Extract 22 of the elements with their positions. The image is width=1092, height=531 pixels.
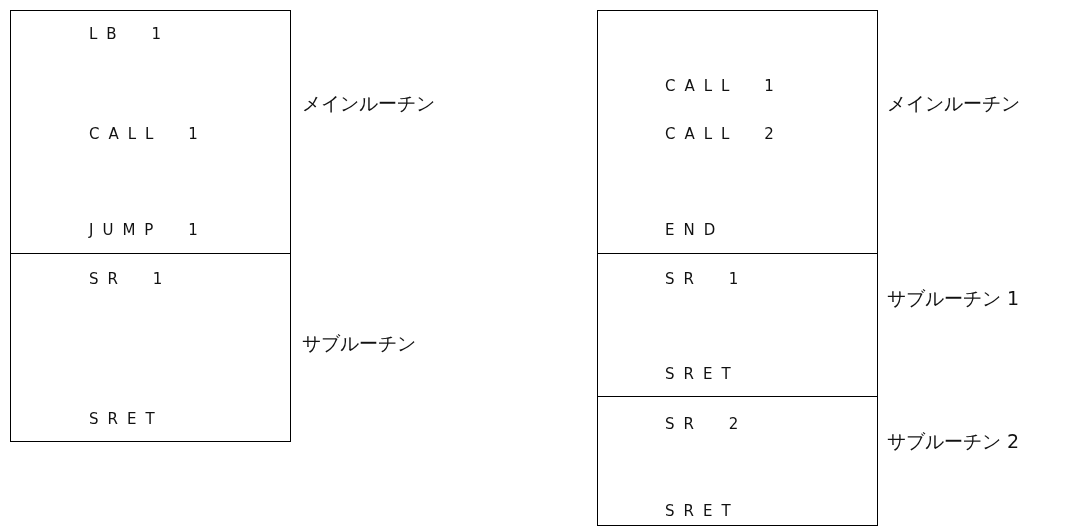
code-line: SRET	[665, 364, 740, 384]
code-line: CALL 1	[89, 124, 207, 144]
routine-section	[597, 396, 878, 526]
routine-label: メインルーチン	[887, 91, 1020, 115]
code-line: SR 1	[89, 269, 172, 289]
routine-section	[10, 253, 291, 442]
code-line: LB 1	[89, 24, 170, 44]
code-line: CALL 1	[665, 76, 783, 96]
routine-section	[597, 253, 878, 397]
code-line: JUMP 1	[89, 220, 207, 240]
routine-section	[10, 10, 291, 254]
code-line: CALL 2	[665, 124, 783, 144]
routine-label: サブルーチン 1	[887, 286, 1020, 310]
routine-label: サブルーチン 2	[887, 429, 1020, 453]
code-line: SR 2	[665, 414, 748, 434]
code-line: SRET	[89, 409, 164, 429]
code-line: SR 1	[665, 269, 748, 289]
code-line: SRET	[665, 501, 740, 521]
code-line: END	[665, 220, 725, 240]
routine-section	[597, 10, 878, 254]
routine-label: メインルーチン	[302, 91, 435, 115]
routine-label: サブルーチン	[302, 331, 416, 355]
